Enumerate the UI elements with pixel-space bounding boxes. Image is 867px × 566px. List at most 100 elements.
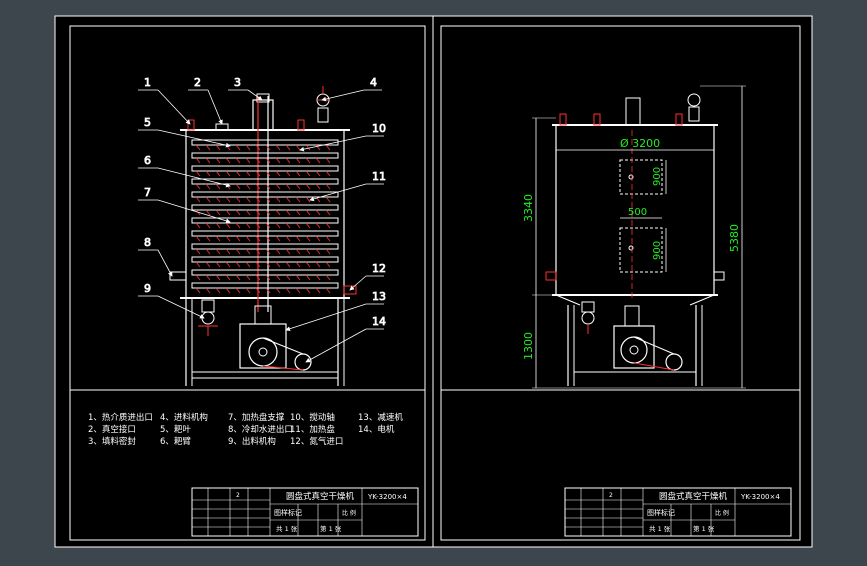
legend-item: 5、耙叶 [160,425,191,435]
callout-number: 8 [144,236,151,249]
callout-8: 8 [138,236,173,277]
elev-discharge-valve [581,301,595,334]
heating-disc [191,191,339,203]
dryer-section-view [169,86,357,386]
dim-500-label: 500 [628,207,647,218]
elev-skirt-r [689,294,715,306]
elev-belt-bottom [633,362,675,371]
right-sheet-border [440,25,801,541]
dryer-elevation-view: Ø 3200 500 900 900 3340 1300 5380 [522,85,746,389]
legend-item: 6、耙臂 [160,436,191,447]
callout-number: 13 [372,290,386,303]
elev-nozzle-left [559,113,567,126]
title-scale-header: 比 例 [342,509,356,517]
heating-disc [191,282,339,294]
callout-7: 7 [138,186,231,224]
legend-item: 14、电机 [358,424,395,435]
legend-item: 4、进料机构 [160,412,208,423]
belt-bottom [262,365,304,371]
heating-disc [191,178,339,190]
legend-item: 2、真空接口 [88,424,136,435]
viewport-top [619,159,663,195]
top-nozzle-1 [187,119,195,131]
callout-10: 10 [299,122,386,152]
title-sheet-count: 共 1 张 [649,524,671,533]
legend-item: 10、搅动轴 [290,412,335,423]
dim-900-top-label: 900 [652,167,663,186]
callout-number: 9 [144,282,151,295]
elev-side-nozzle-r [713,271,725,281]
reducer-hub [258,347,268,357]
title-code: YK-3200×4 [367,493,407,501]
title-drawing-type: 图样标记 [647,508,675,517]
elev-skirt-l [555,294,581,306]
left-sheet-border [69,25,426,541]
viewport-bottom-hole [628,245,634,251]
callout-number: 6 [144,154,151,167]
title-block-left: 圆盘式真空干燥机 YK-3200×4 图样标记 比 例共 1 张 第 1 张 2 [191,487,419,537]
legend-item: 1、热介质进出口 [88,412,153,423]
callout-2: 2 [188,76,223,125]
top-nozzle-right [297,119,305,131]
heating-disc [191,256,339,268]
title-name: 圆盘式真空干燥机 [286,491,355,502]
title-company-mark: 2 [236,492,240,499]
callout-number: 14 [372,315,386,328]
callout-13: 13 [285,290,386,332]
dim-1300-label: 1300 [522,332,535,360]
reducer-coupling [254,305,272,325]
callout-number: 4 [370,76,377,89]
callout-number: 10 [372,122,386,135]
callout-14: 14 [305,315,386,363]
callout-12: 12 [349,262,386,291]
dim-900-bottom-label: 900 [652,241,663,260]
title-sheet-count: 共 1 张 [276,524,298,533]
legend-item: 8、冷却水进出口 [228,424,293,435]
callout-number: 7 [144,186,151,199]
callout-11: 11 [309,170,386,202]
heating-disc [191,165,339,177]
elev-seal [625,97,641,126]
dim-5380-label: 5380 [728,224,741,252]
callout-number: 1 [144,76,151,89]
callout-3: 3 [228,76,263,101]
callout-6: 6 [138,154,231,188]
legend-item: 7、加热盘支撑 [228,412,285,423]
legend-item: 3、填料密封 [88,436,136,447]
title-name: 圆盘式真空干燥机 [659,491,728,502]
legend-item: 9、出料机构 [228,436,276,447]
elev-nozzle-mid [593,113,601,126]
dim-diameter-label: Ø 3200 [620,137,660,150]
callout-number: 5 [144,116,151,129]
heating-disc [191,204,339,216]
callout-number: 3 [234,76,241,89]
title-drawing-type: 图样标记 [274,508,302,517]
callout-5: 5 [138,116,231,148]
title-company-mark: 2 [609,492,613,499]
callout-4: 4 [321,76,382,102]
callout-number: 11 [372,170,386,183]
packing-seal-housing [252,99,274,131]
legend-item: 11、加热盘 [290,424,335,435]
elev-coupling [624,305,640,327]
callout-1: 1 [138,76,191,125]
legend-item: 13、减速机 [358,412,403,423]
legend-item: 12、氮气进口 [290,436,343,447]
callout-9: 9 [138,282,205,319]
elev-feed-valve [687,93,701,122]
belt-top [262,337,304,355]
packing-seal-cap [256,93,270,103]
elev-side-nozzle-l [545,271,557,281]
discharge-valve [198,299,218,336]
heating-disc [191,217,339,229]
elev-nozzle-right [675,113,683,126]
title-sheet-index: 第 1 张 [320,524,342,533]
callout-number: 2 [194,76,201,89]
elev-belt-top [633,336,675,355]
title-code: YK-3200×4 [740,493,780,501]
dim-3340-label: 3340 [522,194,535,222]
